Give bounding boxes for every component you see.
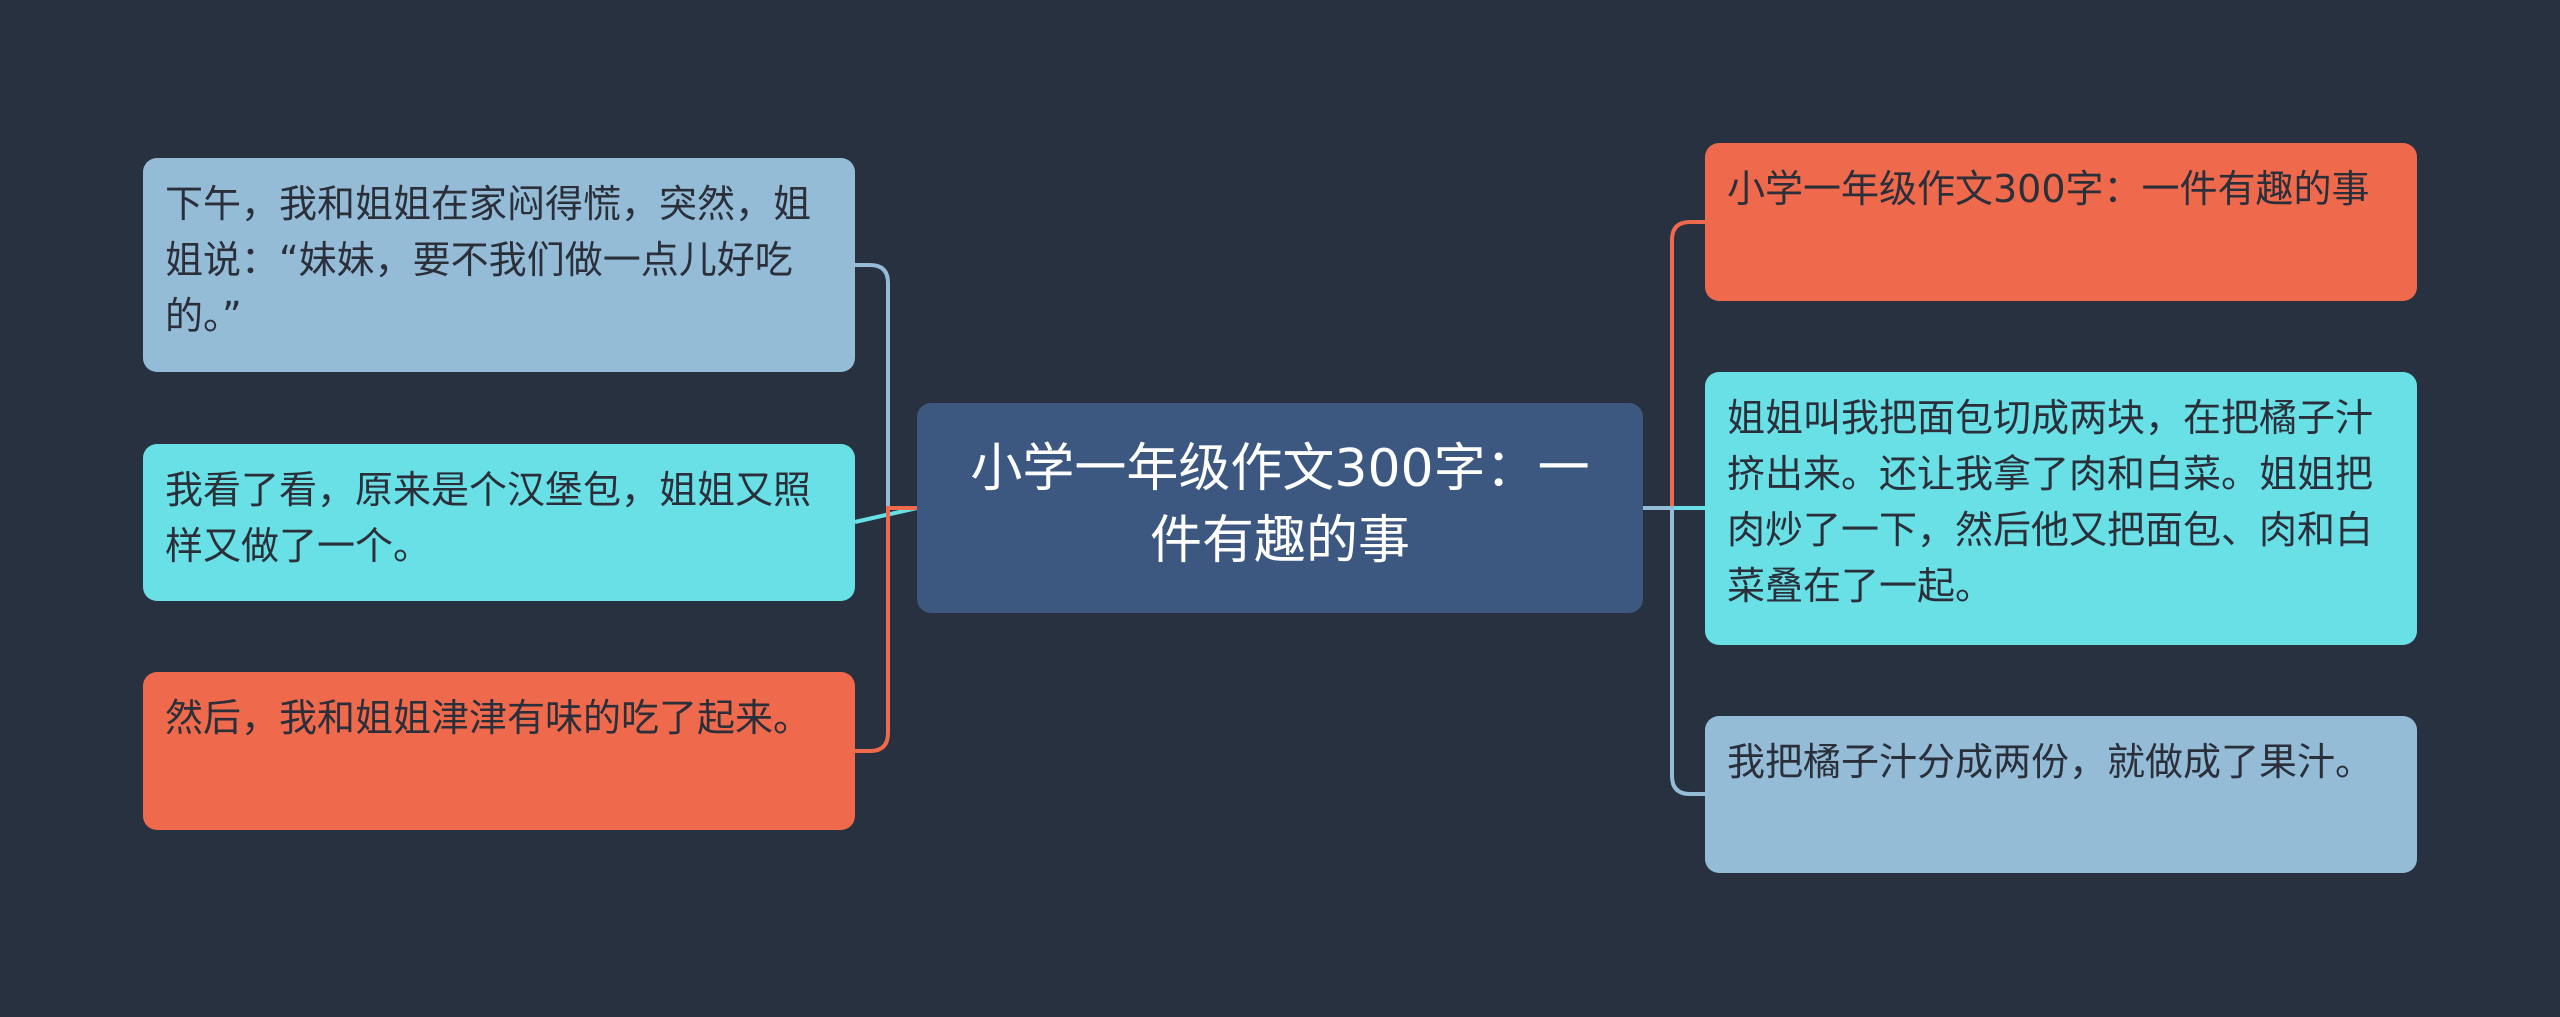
right-branch-1-text: 小学一年级作文300字：一件有趣的事: [1727, 167, 2370, 211]
connector-right-1: [1643, 220, 1705, 510]
left-branch-1-text: 下午，我和姐姐在家闷得慌，突然，姐姐说：“妹妹，要不我们做一点儿好吃的。”: [165, 182, 812, 338]
central-topic[interactable]: 小学一年级作文300字：一件有趣的事: [917, 403, 1643, 613]
right-branch-2-text: 姐姐叫我把面包切成两块，在把橘子汁挤出来。还让我拿了肉和白菜。姐姐把肉炒了一下，…: [1727, 396, 2374, 608]
right-branch-3-text: 我把橘子汁分成两份，就做成了果汁。: [1727, 740, 2374, 784]
left-branch-2[interactable]: 我看了看，原来是个汉堡包，姐姐又照样又做了一个。: [143, 444, 855, 601]
left-branch-3[interactable]: 然后，我和姐姐津津有味的吃了起来。: [143, 672, 855, 830]
right-branch-1[interactable]: 小学一年级作文300字：一件有趣的事: [1705, 143, 2417, 301]
connector-right-3: [1643, 506, 1705, 796]
right-branch-3[interactable]: 我把橘子汁分成两份，就做成了果汁。: [1705, 716, 2417, 873]
left-branch-1[interactable]: 下午，我和姐姐在家闷得慌，突然，姐姐说：“妹妹，要不我们做一点儿好吃的。”: [143, 158, 855, 372]
left-branch-3-text: 然后，我和姐姐津津有味的吃了起来。: [165, 696, 812, 740]
connector-left-3: [855, 506, 917, 753]
connector-left-1: [855, 263, 917, 510]
connector-left-2: [854, 506, 918, 524]
right-branch-2[interactable]: 姐姐叫我把面包切成两块，在把橘子汁挤出来。还让我拿了肉和白菜。姐姐把肉炒了一下，…: [1705, 372, 2417, 645]
left-branch-2-text: 我看了看，原来是个汉堡包，姐姐又照样又做了一个。: [165, 468, 812, 568]
central-topic-text: 小学一年级作文300字：一件有趣的事: [970, 439, 1590, 571]
